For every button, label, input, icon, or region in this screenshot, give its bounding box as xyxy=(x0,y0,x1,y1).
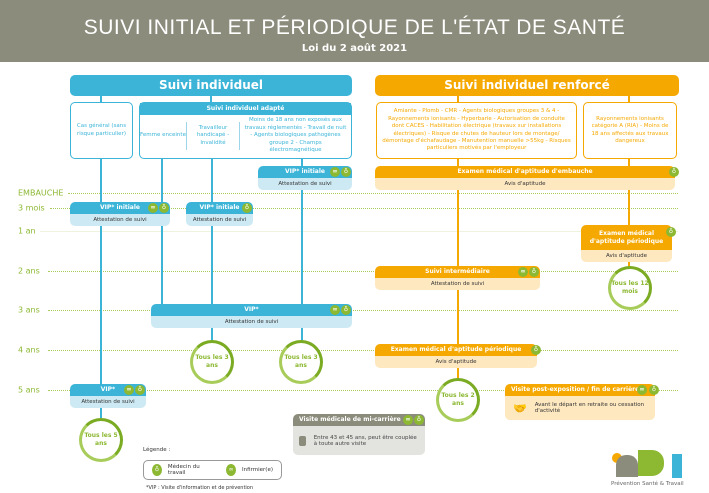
stethoscope-icon: ♁ xyxy=(159,203,169,213)
line-travailleur xyxy=(211,159,213,341)
suivi-intermediaire: Suivi intermédiaire∞♁ Attestation de sui… xyxy=(375,266,540,290)
avis-aptitude: Avis d'aptitude xyxy=(581,250,672,262)
line-moins xyxy=(301,159,303,341)
line-femme xyxy=(161,159,163,304)
suivi-adapte-box: Suivi individuel adapté Femme enceinte T… xyxy=(139,102,352,159)
line-renforce-1 xyxy=(457,85,459,380)
timeline-3mois: 3 mois xyxy=(18,203,45,213)
timeline-line xyxy=(48,350,678,351)
stethoscope-icon: ♁ xyxy=(649,385,659,395)
suivi-renforce-header: Suivi individuel renforcé xyxy=(375,75,679,96)
post-expo-text: Avant le départ en retraite ou cessation… xyxy=(534,402,645,414)
handshake-icon: 🤝 xyxy=(513,401,527,415)
stethoscope-icon: ♁ xyxy=(414,415,424,425)
timeline-5ans: 5 ans xyxy=(18,385,40,395)
vip-initiale-travailleur: VIP* initiale♁ Attestation de suivi xyxy=(186,202,253,226)
stethoscope-icon: ♁ xyxy=(341,167,351,177)
examen-periodique-1an: Examen médical d'aptitude périodique♁ Av… xyxy=(581,225,676,262)
cas-general-box: Cas général (sans risque particulier) xyxy=(70,102,133,159)
vip-3-ans: VIP*∞♁ Attestation de suivi xyxy=(151,304,352,328)
infirmier-icon: ∞ xyxy=(518,267,528,277)
stethoscope-icon: ♁ xyxy=(341,305,351,315)
legend-title: Légende : xyxy=(143,447,171,453)
stethoscope-icon: ♁ xyxy=(242,203,252,213)
stethoscope-icon: ♁ xyxy=(669,167,679,177)
infirmier-icon: ∞ xyxy=(637,385,647,395)
timeline-embauche: EMBAUCHE xyxy=(18,188,64,198)
line-cas-general xyxy=(100,96,102,418)
travailleur-handicape: Travailleur handicapé - Invalidité xyxy=(196,124,230,146)
event-title: VIP* initiale∞♁ xyxy=(258,166,352,178)
timeline-line xyxy=(68,193,678,194)
timeline-line xyxy=(40,231,678,232)
avis-aptitude: Avis d'aptitude xyxy=(375,178,675,190)
infirmier-icon: ∞ xyxy=(330,167,340,177)
vip-5-ans: VIP*∞♁ Attestation de suivi xyxy=(70,384,146,408)
examen-periodique-4ans: Examen médical d'aptitude périodique♁ Av… xyxy=(375,344,541,368)
infirmier-icon: ∞ xyxy=(124,385,134,395)
timeline-line xyxy=(48,271,678,272)
timeline-line xyxy=(50,208,678,209)
mi-carriere-text: Entre 43 et 45 ans, peut être couplée à … xyxy=(313,434,417,447)
infirmier-icon: ∞ xyxy=(148,203,158,213)
renforce-ria-box: Rayonnements ionisants catégorie A (RIA)… xyxy=(583,102,677,159)
legend-medecin: Médecin du travail xyxy=(167,464,200,476)
timeline-1an: 1 an xyxy=(18,226,36,236)
legend-box: ♁ Médecin du travail ∞ Infirmier(e) xyxy=(143,460,282,480)
cycle-5-ans: Tous les 5 ans xyxy=(79,418,123,462)
femme-enceinte: Femme enceinte xyxy=(140,132,186,139)
timeline-2ans: 2 ans xyxy=(18,266,40,276)
attestation: Attestation de suivi xyxy=(70,214,170,226)
attestation: Attestation de suivi xyxy=(375,278,540,290)
cycle-3-ans: Tous les 3 ans xyxy=(190,340,234,384)
timeline-4ans: 4 ans xyxy=(18,345,40,355)
cycle-2-ans: Tous les 2 ans xyxy=(436,378,480,422)
moins-18-ans: Moins de 18 ans non exposés aux travaux … xyxy=(244,117,347,154)
stethoscope-icon: ♁ xyxy=(152,464,162,476)
suivi-adapte-title: Suivi individuel adapté xyxy=(140,103,351,115)
renforce-risques-box: Amiante - Plomb - CMR - Agents biologiqu… xyxy=(376,102,577,159)
attestation: Attestation de suivi xyxy=(258,178,352,190)
infirmier-icon: ∞ xyxy=(403,415,413,425)
cake-icon xyxy=(299,435,306,446)
vip-initiale-moins: VIP* initiale∞♁ Attestation de suivi xyxy=(258,166,352,190)
page-title: SUIVI INITIAL ET PÉRIODIQUE DE L'ÉTAT DE… xyxy=(83,16,626,39)
infirmier-icon: ∞ xyxy=(330,305,340,315)
suivi-individuel-header: Suivi individuel xyxy=(70,75,352,96)
visite-mi-carriere: Visite médicale de mi-carrière∞♁ Entre 4… xyxy=(293,414,425,455)
pst-logo xyxy=(612,450,686,478)
attestation: Attestation de suivi xyxy=(70,396,146,408)
page-subtitle: Loi du 2 août 2021 xyxy=(301,43,408,54)
stethoscope-icon: ♁ xyxy=(531,345,541,355)
logo-text: Prévention Santé & Travail xyxy=(611,481,684,487)
avis-aptitude: Avis d'aptitude xyxy=(375,356,537,368)
attestation: Attestation de suivi xyxy=(151,316,352,328)
attestation: Attestation de suivi xyxy=(186,214,253,226)
header: SUIVI INITIAL ET PÉRIODIQUE DE L'ÉTAT DE… xyxy=(0,0,709,62)
visite-post-exposition: Visite post-exposition / fin de carrière… xyxy=(505,384,659,420)
stethoscope-icon: ♁ xyxy=(135,385,145,395)
stethoscope-icon: ♁ xyxy=(529,267,539,277)
infirmier-icon: ∞ xyxy=(226,464,237,476)
timeline-3ans: 3 ans xyxy=(18,305,40,315)
cycle-12-mois: Tous les 12 mois xyxy=(608,266,652,310)
stethoscope-icon: ♁ xyxy=(666,227,676,237)
timeline-line xyxy=(48,390,678,391)
timeline-line xyxy=(48,310,678,311)
cycle-3-ans: Tous les 3 ans xyxy=(279,340,323,384)
vip-initiale-cas-general: VIP* initiale∞♁ Attestation de suivi xyxy=(70,202,170,226)
footnote: *VIP : Visite d'information et de préven… xyxy=(146,485,254,491)
legend-infirmier: Infirmier(e) xyxy=(242,467,273,473)
examen-embauche: Examen médical d'aptitude d'embauche♁ Av… xyxy=(375,166,679,190)
